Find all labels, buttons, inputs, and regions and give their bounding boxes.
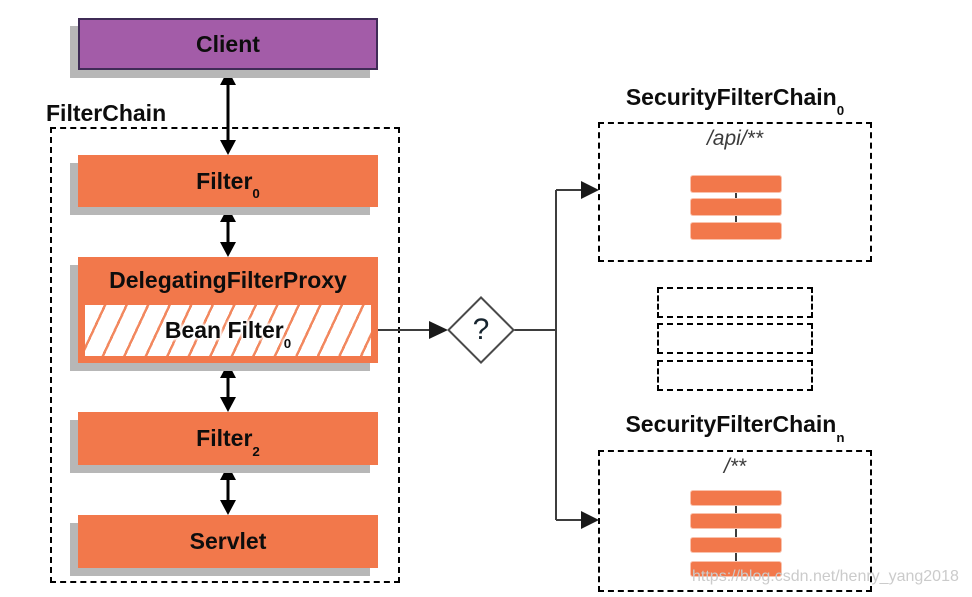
client-box: Client bbox=[78, 18, 378, 70]
filterchain-container bbox=[50, 127, 400, 583]
placeholder-chain-bar bbox=[657, 287, 813, 318]
securityfilterchain0-label: SecurityFilterChain0 bbox=[625, 84, 845, 118]
filter2-label: Filter2 bbox=[196, 425, 260, 459]
arrow-to-chain0 bbox=[556, 181, 599, 199]
chain0-filter-bar bbox=[690, 175, 782, 193]
securityfilterchain0-container bbox=[598, 122, 872, 262]
decision-question-label: ? bbox=[472, 313, 490, 346]
chain0-filter-bar bbox=[690, 222, 782, 240]
filter2-box: Filter2 bbox=[78, 412, 378, 465]
securityfilterchainN-container bbox=[598, 450, 872, 592]
chainN-filter-bar bbox=[690, 490, 782, 506]
servlet-label: Servlet bbox=[189, 528, 267, 554]
delegating-filter-proxy-label: DelegatingFilterProxy bbox=[109, 266, 347, 293]
chainN-filter-bar bbox=[690, 513, 782, 529]
client-label: Client bbox=[196, 30, 260, 57]
branch-trunk bbox=[513, 190, 557, 520]
filterchain-label: FilterChain bbox=[46, 100, 167, 126]
arrow-to-chainN bbox=[556, 511, 599, 529]
decision-diamond: ? bbox=[447, 296, 515, 364]
delegating-filter-proxy-box: DelegatingFilterProxy Bean Filter0 bbox=[78, 257, 378, 363]
bean-filter-label: Bean Filter0 bbox=[164, 317, 292, 351]
chain0-url-pattern: /api/** bbox=[706, 127, 764, 150]
chainN-url-pattern: /** bbox=[723, 455, 747, 478]
filter0-label: Filter0 bbox=[196, 167, 260, 202]
filter0-box: Filter0 bbox=[78, 155, 378, 207]
placeholder-chain-bar bbox=[657, 360, 813, 391]
placeholder-chain-bar bbox=[657, 323, 813, 354]
bean-filter-box: Bean Filter0 bbox=[83, 303, 373, 358]
securityfilterchainN-label: SecurityFilterChainn bbox=[625, 411, 845, 445]
servlet-box: Servlet bbox=[78, 515, 378, 568]
watermark-text: https://blog.csdn.net/henry_yang2018 bbox=[692, 568, 959, 585]
chain0-filter-bar bbox=[690, 198, 782, 216]
chainN-filter-bar bbox=[690, 537, 782, 553]
